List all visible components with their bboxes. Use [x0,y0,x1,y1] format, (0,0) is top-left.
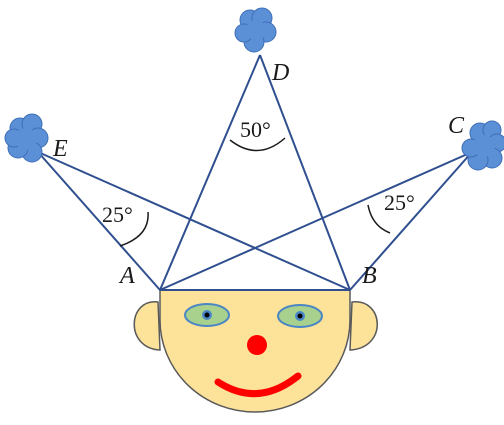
angle-label-D: 50° [240,117,271,142]
pompom-D [234,7,277,53]
label-point-B: B [362,263,377,289]
line-CB [349,151,473,291]
label-point-C: C [448,113,465,139]
pompoms [4,7,504,171]
right-ear [349,301,378,351]
angle-arc-E [119,211,149,247]
left-ear [133,301,161,351]
left-eye-pupil [204,312,210,318]
line-DB [259,54,351,291]
line-EA [37,151,161,291]
label-point-D: D [271,60,289,86]
line-EB [37,151,351,291]
hat-lines [37,54,473,291]
mouth [214,372,302,398]
pompom-E [4,113,49,163]
right-eye [277,304,323,328]
label-point-A: A [118,263,135,289]
pompom-C [461,120,504,171]
angle-arc-C [367,204,391,234]
right-eye-pupil [297,313,303,319]
line-DA [159,54,261,291]
angle-arcs [119,137,391,247]
line-CA [159,151,473,291]
angle-label-C: 25° [384,190,415,215]
ears [133,301,378,351]
angle-label-E: 25° [102,202,133,227]
nose [247,335,267,355]
angle-arc-D [229,137,286,152]
left-eye [184,303,230,327]
label-point-E: E [52,136,68,162]
